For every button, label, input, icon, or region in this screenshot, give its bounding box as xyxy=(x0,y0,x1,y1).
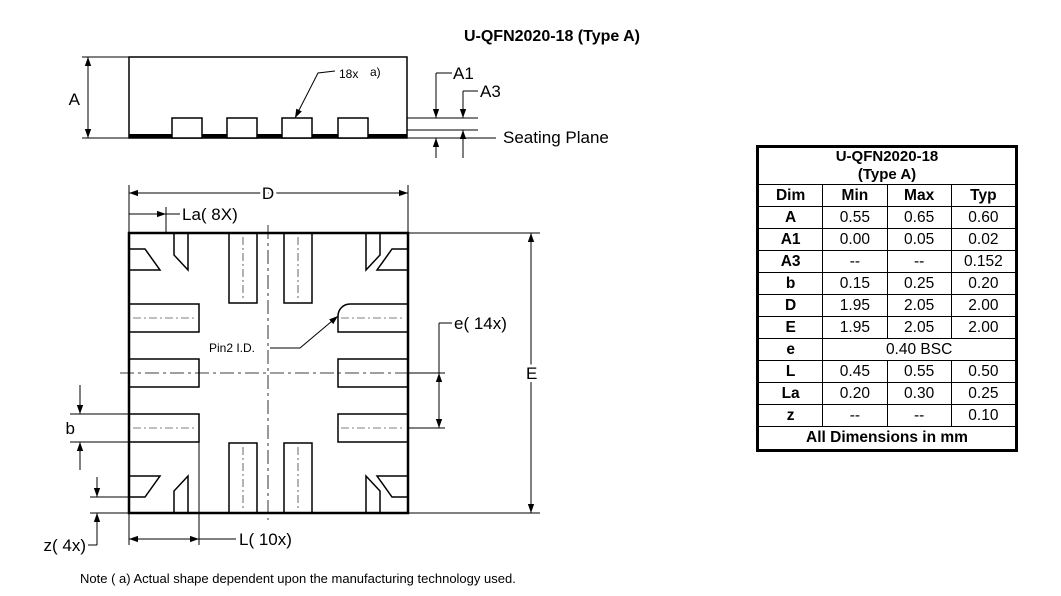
dimensions-table: U-QFN2020-18 (Type A) Dim Min Max Typ A … xyxy=(756,145,1018,452)
table-footer: All Dimensions in mm xyxy=(758,426,1016,450)
table-cell: 0.50 xyxy=(950,360,1017,383)
table-cell: L xyxy=(757,360,824,383)
table-row: A1 0.00 0.05 0.02 xyxy=(757,228,1017,251)
table-cell: 0.30 xyxy=(886,382,952,405)
table-cell: -- xyxy=(822,404,888,427)
table-cell: 2.05 xyxy=(886,294,952,317)
table-cell: 0.55 xyxy=(822,206,888,229)
pin2-id-label: Pin2 I.D. xyxy=(209,341,255,355)
table-cell: z xyxy=(757,404,824,427)
table-cell: A3 xyxy=(757,250,824,273)
table-cell: D xyxy=(757,294,824,317)
table-row: L 0.45 0.55 0.50 xyxy=(757,360,1017,383)
dim-a-label: A xyxy=(69,90,81,109)
table-cell: A xyxy=(757,206,824,229)
side-view xyxy=(82,56,496,158)
table-cell: -- xyxy=(886,250,952,273)
callout-a: a) xyxy=(370,65,381,79)
table-cell: 2.00 xyxy=(950,294,1017,317)
table-row: e 0.40 BSC xyxy=(757,338,1016,361)
dim-z-label: z( 4x) xyxy=(44,536,87,555)
callout-18x: 18x xyxy=(339,67,358,81)
table-cell: 0.25 xyxy=(950,382,1017,405)
table-cell: 1.95 xyxy=(822,316,888,339)
side-leads xyxy=(171,117,369,139)
table-title-line2: (Type A) xyxy=(857,166,917,183)
table-header: Dim xyxy=(757,184,824,207)
table-cell: 0.60 xyxy=(950,206,1017,229)
dim-d-label: D xyxy=(262,184,274,203)
table-footer-row: All Dimensions in mm xyxy=(758,426,1016,450)
table-cell: 2.00 xyxy=(950,316,1017,339)
dim-a1-label: A1 xyxy=(453,64,474,83)
table-cell: 1.95 xyxy=(822,294,888,317)
table-cell: 0.00 xyxy=(822,228,888,251)
table-row: A 0.55 0.65 0.60 xyxy=(757,206,1017,229)
table-cell: La xyxy=(757,382,824,405)
table-cell: 0.05 xyxy=(886,228,952,251)
table-title: U-QFN2020-18 (Type A) xyxy=(758,147,1016,185)
table-cell: 0.40 BSC xyxy=(822,338,1016,361)
table-cell: 0.10 xyxy=(950,404,1017,427)
dim-b-label: b xyxy=(66,419,75,438)
table-cell: 0.65 xyxy=(886,206,952,229)
table-cell: 0.20 xyxy=(822,382,888,405)
table-cell: 0.55 xyxy=(886,360,952,383)
dim-e-label: E xyxy=(526,364,537,383)
table-row: z -- -- 0.10 xyxy=(757,404,1017,427)
bottom-pads xyxy=(173,442,381,514)
dim-l-label: L( 10x) xyxy=(239,530,292,549)
table-cell: 0.152 xyxy=(950,250,1017,273)
table-cell: -- xyxy=(886,404,952,427)
table-title-line1: U-QFN2020-18 xyxy=(835,148,939,165)
table-cell: A1 xyxy=(757,228,824,251)
table-cell: 0.02 xyxy=(950,228,1017,251)
table-row: A3 -- -- 0.152 xyxy=(757,250,1017,273)
drawing-title: U-QFN2020-18 (Type A) xyxy=(464,28,640,45)
table-cell: 0.25 xyxy=(886,272,952,295)
dim-la-label: La( 8X) xyxy=(182,205,238,224)
table-cell: -- xyxy=(822,250,888,273)
table-cell: 0.20 xyxy=(950,272,1017,295)
bottom-view xyxy=(70,185,540,546)
top-pads xyxy=(173,232,381,304)
table-row: E 1.95 2.05 2.00 xyxy=(757,316,1017,339)
table-header: Max xyxy=(886,184,952,207)
left-pads xyxy=(128,248,200,498)
seating-plane-label: Seating Plane xyxy=(503,128,609,147)
table-row: D 1.95 2.05 2.00 xyxy=(757,294,1017,317)
footnote: Note ( a) Actual shape dependent upon th… xyxy=(80,571,516,586)
table-cell: 0.45 xyxy=(822,360,888,383)
dim-a3-label: A3 xyxy=(480,82,501,101)
table-cell: E xyxy=(757,316,824,339)
table-header: Typ xyxy=(950,184,1017,207)
table-cell: e xyxy=(757,338,824,361)
table-cell: b xyxy=(757,272,824,295)
table-header-row: Dim Min Max Typ xyxy=(757,184,1017,207)
table-row: b 0.15 0.25 0.20 xyxy=(757,272,1017,295)
table-cell: 2.05 xyxy=(886,316,952,339)
table-row: La 0.20 0.30 0.25 xyxy=(757,382,1017,405)
table-cell: 0.15 xyxy=(822,272,888,295)
dim-pitch-label: e( 14x) xyxy=(454,314,507,333)
table-header: Min xyxy=(822,184,888,207)
